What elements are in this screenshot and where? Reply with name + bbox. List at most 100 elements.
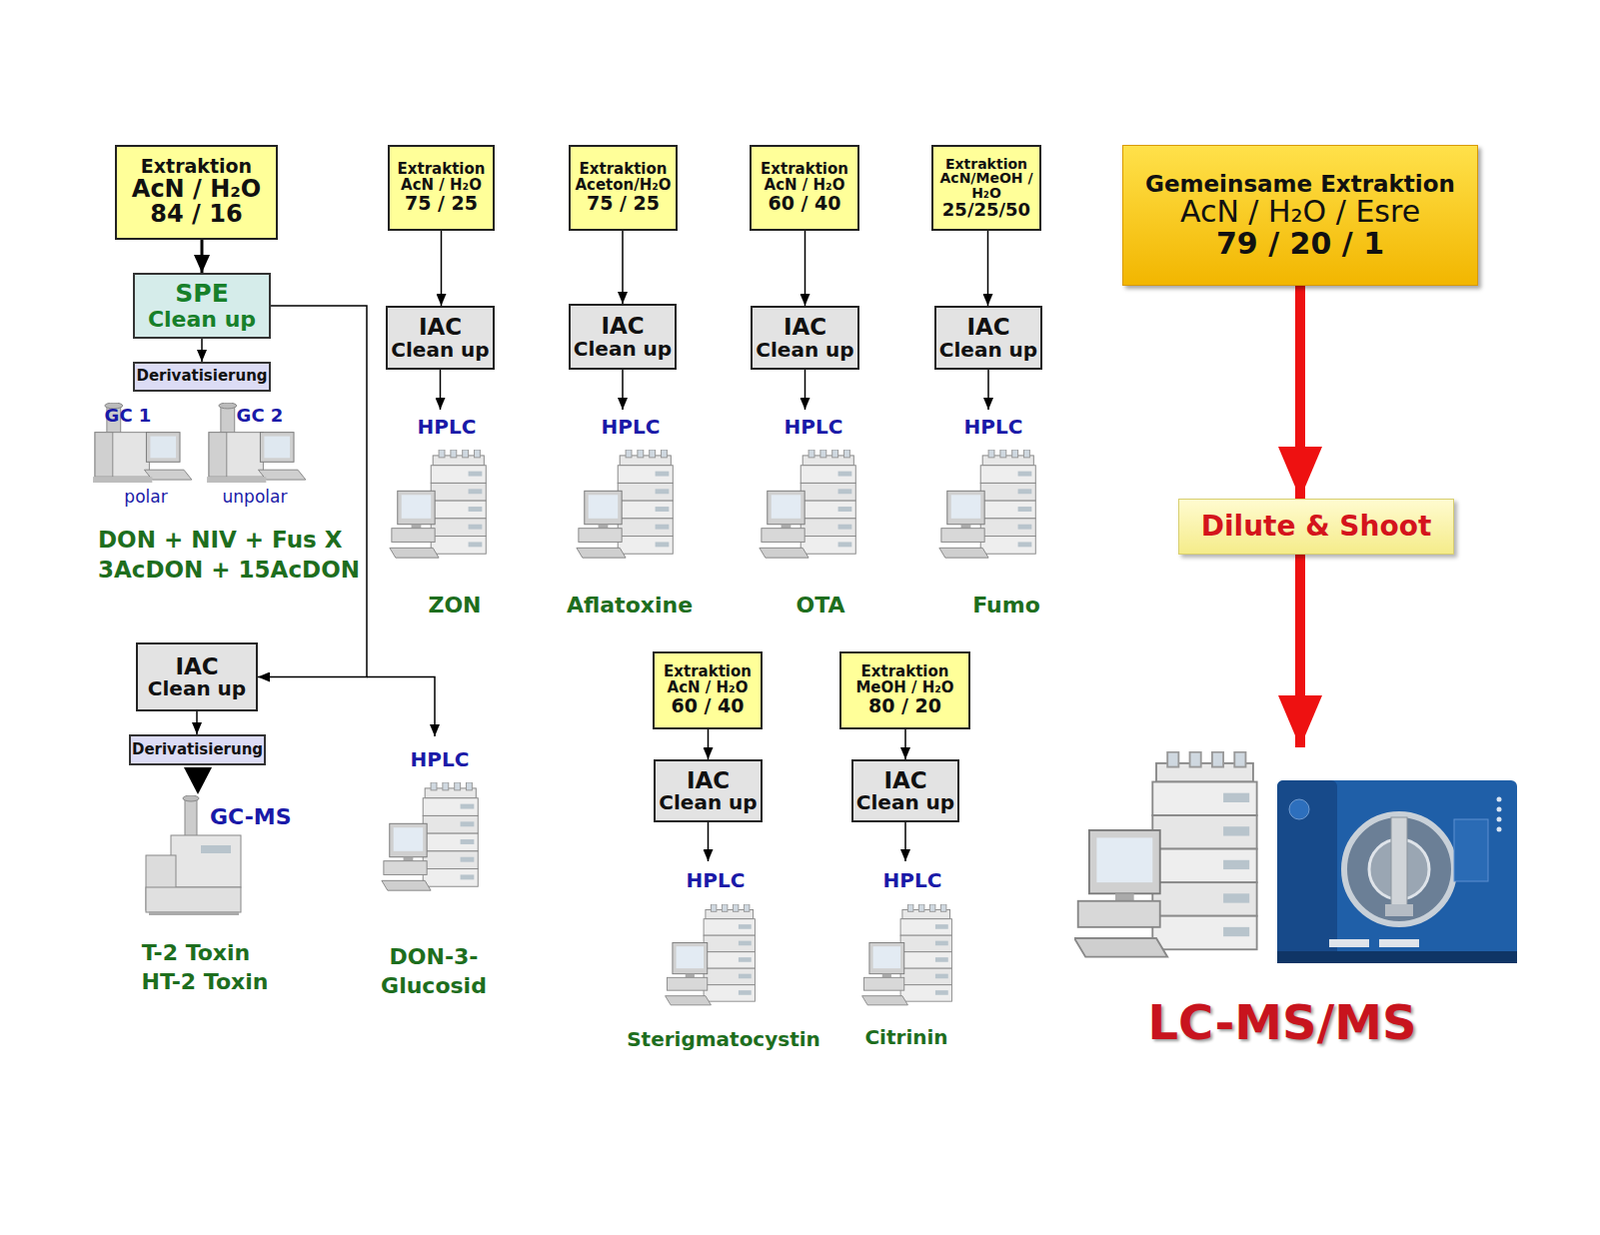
illustration-part <box>1344 814 1455 925</box>
text-label: HPLC <box>417 415 477 438</box>
arrow-line <box>904 822 907 862</box>
node-text: AcN / H₂O <box>667 680 749 697</box>
node-text: AcN / H₂O <box>764 177 846 194</box>
text-label: GC-MS <box>209 805 292 830</box>
extraction-box: ExtraktionMeOH / H₂O80 / 20 <box>839 651 971 730</box>
text-label: HPLC <box>784 415 844 438</box>
node-text: Extraktion <box>579 161 668 178</box>
illustration-part <box>1497 807 1503 813</box>
connector-arrow <box>987 230 990 306</box>
cleanup-box: IACClean up <box>385 305 495 370</box>
hplc-instrument <box>389 449 486 558</box>
derivatization-box: Derivatisierung <box>132 361 271 392</box>
text-label: ZON <box>427 593 481 618</box>
arrow-head <box>183 767 212 795</box>
node-text: Derivatisierung <box>135 368 267 385</box>
text-label: 3AcDON + 15AcDON <box>97 557 360 583</box>
connector-arrow <box>621 230 624 304</box>
illustration-part <box>1379 939 1420 948</box>
text-label: unpolar <box>222 487 288 507</box>
connector-group <box>196 230 1301 760</box>
text-label: Citrinin <box>864 1026 948 1049</box>
red-arrow <box>1295 554 1306 748</box>
gc-instrument <box>206 402 306 483</box>
cleanup-box: IACClean up <box>568 303 677 370</box>
node-text: 79 / 20 / 1 <box>1216 227 1385 260</box>
text-label: Sterigmatocystin <box>626 1028 821 1051</box>
illustration-part <box>1497 797 1503 803</box>
node-text: MeOH / H₂O <box>855 680 954 697</box>
node-text: Clean up <box>390 339 489 361</box>
node-text: SPE <box>174 280 228 307</box>
cleanup-box: IACClean up <box>851 759 960 823</box>
node-text: Extraktion <box>397 161 486 178</box>
node-text: Aceton/H₂O <box>574 177 671 194</box>
node-text: Clean up <box>856 792 955 814</box>
connector-arrow <box>1295 285 1306 499</box>
text-label: DON-3- <box>389 945 479 970</box>
node-text: IAC <box>966 314 1010 339</box>
illustration-part <box>1289 799 1310 820</box>
node-text: AcN / H₂O <box>131 176 261 202</box>
node-text: 60 / 40 <box>767 193 841 214</box>
node-text: Clean up <box>939 339 1038 361</box>
node-text: AcN / H₂O / Esre <box>1180 195 1421 228</box>
text-label: polar <box>123 487 167 507</box>
node-text: AcN/MeOH / H₂O <box>933 170 1040 200</box>
hplc-instrument <box>759 449 856 558</box>
cleanup-box: IACClean up <box>653 759 763 823</box>
arrow-line <box>707 822 710 862</box>
hplc-instrument <box>576 449 673 558</box>
extraction-box: ExtraktionAceton/H₂O75 / 25 <box>568 144 678 231</box>
node-text: 75 / 25 <box>404 193 478 214</box>
node-text: 25/25/50 <box>942 200 1031 220</box>
connector-arrow <box>707 729 710 760</box>
node-text: AcN / H₂O <box>400 177 482 194</box>
text-label: HPLC <box>410 748 470 771</box>
arrow-line <box>621 369 624 410</box>
connector-arrow <box>200 338 203 362</box>
illustration-part <box>1277 780 1518 961</box>
node-text: 84 / 16 <box>149 201 242 227</box>
extraction-box: ExtraktionAcN / H₂O84 / 16 <box>114 144 278 240</box>
text-label: DON + NIV + Fus X <box>97 527 342 553</box>
text-label: HPLC <box>964 415 1024 438</box>
cleanup-box: SPEClean up <box>132 272 271 339</box>
static-arrows <box>183 369 1301 862</box>
text-label: GC 2 <box>236 405 284 426</box>
arrow-line <box>804 369 807 410</box>
node-text: Gemeinsame Extraktion <box>1145 171 1456 196</box>
illustration-part <box>1385 904 1414 917</box>
node-text: Clean up <box>658 792 757 814</box>
cleanup-box: IACClean up <box>135 642 258 712</box>
node-text: 80 / 20 <box>868 696 942 717</box>
node-text: IAC <box>783 314 827 339</box>
node-text: IAC <box>883 768 927 793</box>
node-text: IAC <box>174 654 218 679</box>
node-text: Extraktion <box>945 156 1028 172</box>
text-label: LC-MS/MS <box>1147 996 1417 1050</box>
node-text: Derivatisierung <box>131 742 263 759</box>
node-text: Clean up <box>147 307 256 331</box>
illustration-part <box>1497 827 1503 833</box>
extraction-box: ExtraktionAcN / H₂O75 / 25 <box>387 144 495 231</box>
extraction-box: ExtraktionAcN / H₂O60 / 40 <box>749 144 860 231</box>
text-label: Glucosid <box>380 974 487 999</box>
illustration-part <box>1497 817 1503 823</box>
connector-arrow <box>200 239 204 273</box>
node-text: Extraktion <box>140 156 252 177</box>
hplc-instrument <box>939 449 1036 558</box>
dilute-shoot-box: Dilute & Shoot <box>1178 498 1455 555</box>
hplc-instrument <box>381 782 478 891</box>
hplc-instrument <box>862 904 953 1006</box>
node-text: Clean up <box>755 339 854 361</box>
arrow-line <box>439 369 442 410</box>
illustration-part <box>1391 817 1408 910</box>
illustration-part <box>1277 780 1338 961</box>
node-text: IAC <box>600 313 644 338</box>
connector-arrow <box>195 711 198 735</box>
hplc-instrument <box>1074 752 1258 958</box>
connector-arrow <box>440 230 443 306</box>
cleanup-box: IACClean up <box>934 305 1043 370</box>
